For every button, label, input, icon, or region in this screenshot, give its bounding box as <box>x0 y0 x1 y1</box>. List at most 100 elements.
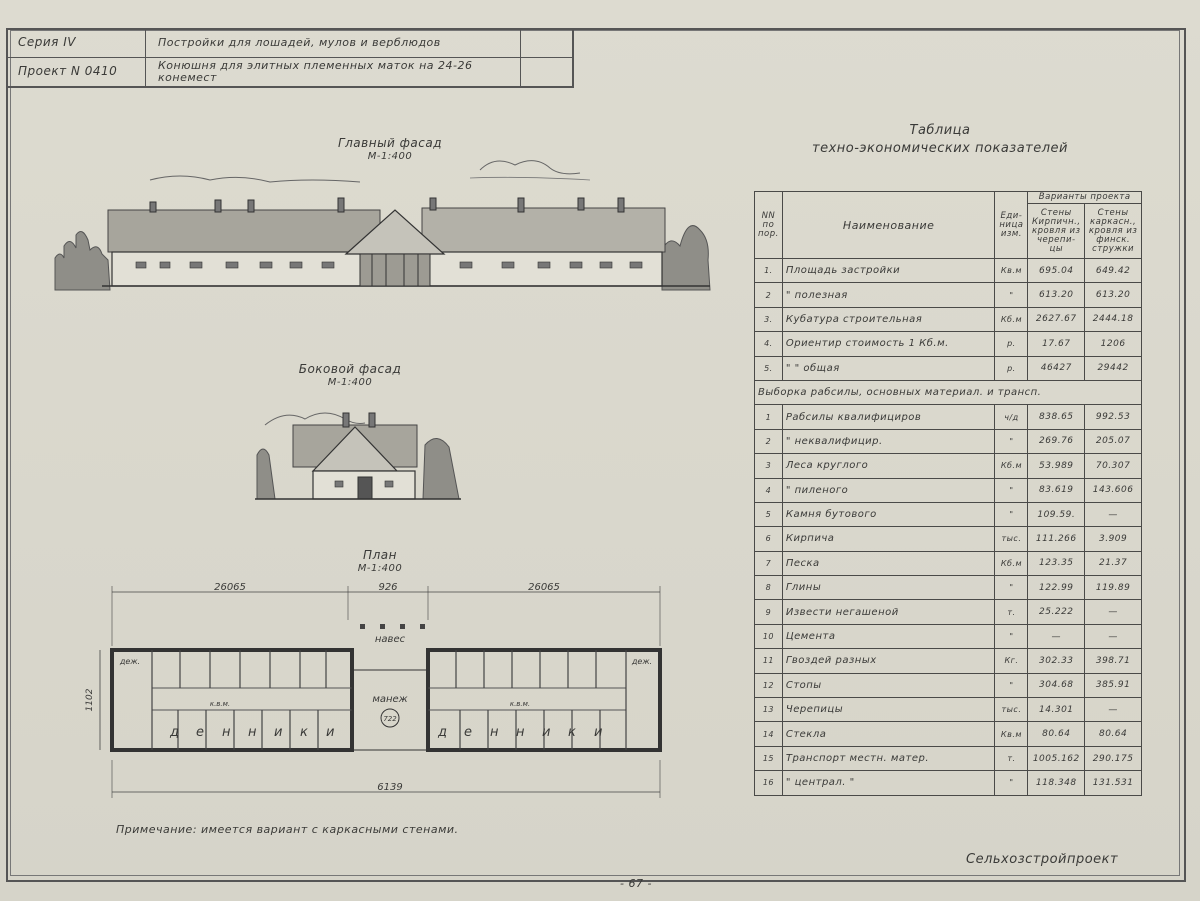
side-facade-title: Боковой фасад <box>298 362 402 376</box>
row-value-variant-2: 29442 <box>1084 355 1142 381</box>
row-number: 6 <box>754 526 783 552</box>
project-description: Конюшня для элитных племенных маток на 2… <box>146 57 521 86</box>
header-variant-2: Стены каркасн., кровля из финск. стружки <box>1084 203 1142 259</box>
plan-label-kvm-left: к.в.м. <box>210 700 230 708</box>
organization-name: Сельхозстройпроект <box>966 852 1119 867</box>
row-unit: р. <box>994 355 1029 381</box>
title-block-empty-cell-2 <box>521 57 572 86</box>
plan-label-circle: 722 <box>383 715 397 723</box>
row-number: 8 <box>754 575 783 601</box>
row-unit: т. <box>994 745 1029 772</box>
section-title: Выборка рабсилы, основных материал. и тр… <box>754 379 1142 406</box>
row-value-variant-1: 613.20 <box>1027 282 1086 308</box>
header-variant-1: Стены Кирпичн., кровля из черепи-цы <box>1027 203 1086 259</box>
header-variants: Варианты проекта <box>1027 191 1142 204</box>
row-name: Черепицы <box>781 697 996 723</box>
row-number: 2 <box>754 282 783 308</box>
main-facade-scale: М-1:400 <box>367 151 413 162</box>
row-name: " " общая <box>781 355 996 381</box>
table-section: Выборка рабсилы, основных материал. и тр… <box>754 379 1142 406</box>
row-value-variant-2: — <box>1084 599 1142 625</box>
header-num: NN по пор. <box>754 191 783 259</box>
main-facade-title: Главный фасад <box>337 136 443 150</box>
plan-dennik-letter: н <box>248 725 257 740</box>
row-number: 2 <box>754 428 783 455</box>
tech-table-title-line1: Таблица <box>909 123 971 138</box>
plan-dim-left: 26065 <box>214 582 246 593</box>
row-unit: Кв.м <box>994 257 1029 284</box>
tech-table-title: Таблица техно-экономических показателей <box>760 122 1120 158</box>
title-block-empty-cell <box>521 28 572 57</box>
row-value-variant-2: — <box>1084 697 1142 723</box>
plan-dennik-letter: к <box>568 725 576 740</box>
row-value-variant-1: 123.35 <box>1027 550 1086 577</box>
row-value-variant-2: 3.909 <box>1084 526 1142 552</box>
row-value-variant-2: 290.175 <box>1084 745 1142 772</box>
row-value-variant-1: 1005.162 <box>1027 745 1086 772</box>
plan-label-manezh: манеж <box>372 694 407 705</box>
row-unit: Кб.м <box>994 453 1029 479</box>
side-facade-drawing <box>255 412 461 500</box>
row-name: Кирпича <box>781 526 996 552</box>
row-value-variant-2: 70.307 <box>1084 453 1142 479</box>
row-value-variant-1: 118.348 <box>1027 770 1086 796</box>
row-value-variant-1: 14.301 <box>1027 697 1086 723</box>
plan-title: План <box>363 548 397 562</box>
plan-drawing: 26065 926 26065 навес манеж 722 деж. деж… <box>85 582 662 798</box>
row-value-variant-1: 122.99 <box>1027 575 1086 601</box>
row-value-variant-1: 80.64 <box>1027 721 1086 747</box>
row-number: 4 <box>754 477 783 503</box>
plan-dennik-letter: и <box>542 725 550 740</box>
table-header-subrow: Стены Кирпичн., кровля из черепи-цы Стен… <box>755 203 1142 259</box>
plan-scale: М-1:400 <box>357 563 403 574</box>
plan-dennik-letter: и <box>274 725 282 740</box>
row-value-variant-2: 21.37 <box>1084 550 1142 577</box>
main-facade-caption: Главный фасад М-1:400 <box>300 136 480 162</box>
row-value-variant-2: 992.53 <box>1084 404 1142 430</box>
row-unit: " <box>994 770 1029 796</box>
row-number: 11 <box>754 648 783 674</box>
row-name: Глины <box>781 575 996 601</box>
row-unit: р. <box>994 331 1029 357</box>
row-unit: ч/д <box>994 404 1029 430</box>
series-description: Постройки для лошадей, мулов и верблюдов <box>146 28 521 57</box>
header-name: Наименование <box>781 191 996 259</box>
row-value-variant-1: 109.59. <box>1027 501 1086 528</box>
row-value-variant-1: 695.04 <box>1027 257 1086 284</box>
row-number: 1 <box>754 404 783 430</box>
row-number: 3. <box>754 306 783 333</box>
row-value-variant-2: 80.64 <box>1084 721 1142 747</box>
row-unit: Кг. <box>994 648 1029 674</box>
title-block: Серия IV Постройки для лошадей, мулов и … <box>6 28 574 88</box>
row-name: " неквалифицир. <box>781 428 996 455</box>
row-value-variant-1: 304.68 <box>1027 672 1086 699</box>
row-unit: " <box>994 623 1029 650</box>
row-number: 14 <box>754 721 783 747</box>
row-name: Стопы <box>781 672 996 699</box>
row-unit: " <box>994 501 1029 528</box>
plan-label-kvm-right: к.в.м. <box>510 700 530 708</box>
row-value-variant-1: 46427 <box>1027 355 1086 381</box>
row-number: 12 <box>754 672 783 699</box>
row-number: 1. <box>754 257 783 284</box>
row-unit: тыс. <box>994 526 1029 552</box>
row-number: 5 <box>754 501 783 528</box>
row-name: Гвоздей разных <box>781 648 996 674</box>
row-value-variant-1: 2627.67 <box>1027 306 1086 333</box>
row-name: Стекла <box>781 721 996 747</box>
page-number: - 67 - <box>620 877 652 890</box>
row-number: 5. <box>754 355 783 381</box>
row-value-variant-2: 385.91 <box>1084 672 1142 699</box>
series-label: Серия IV <box>6 28 146 57</box>
row-name: " централ. " <box>781 770 996 796</box>
plan-dennik-letter: н <box>222 725 231 740</box>
